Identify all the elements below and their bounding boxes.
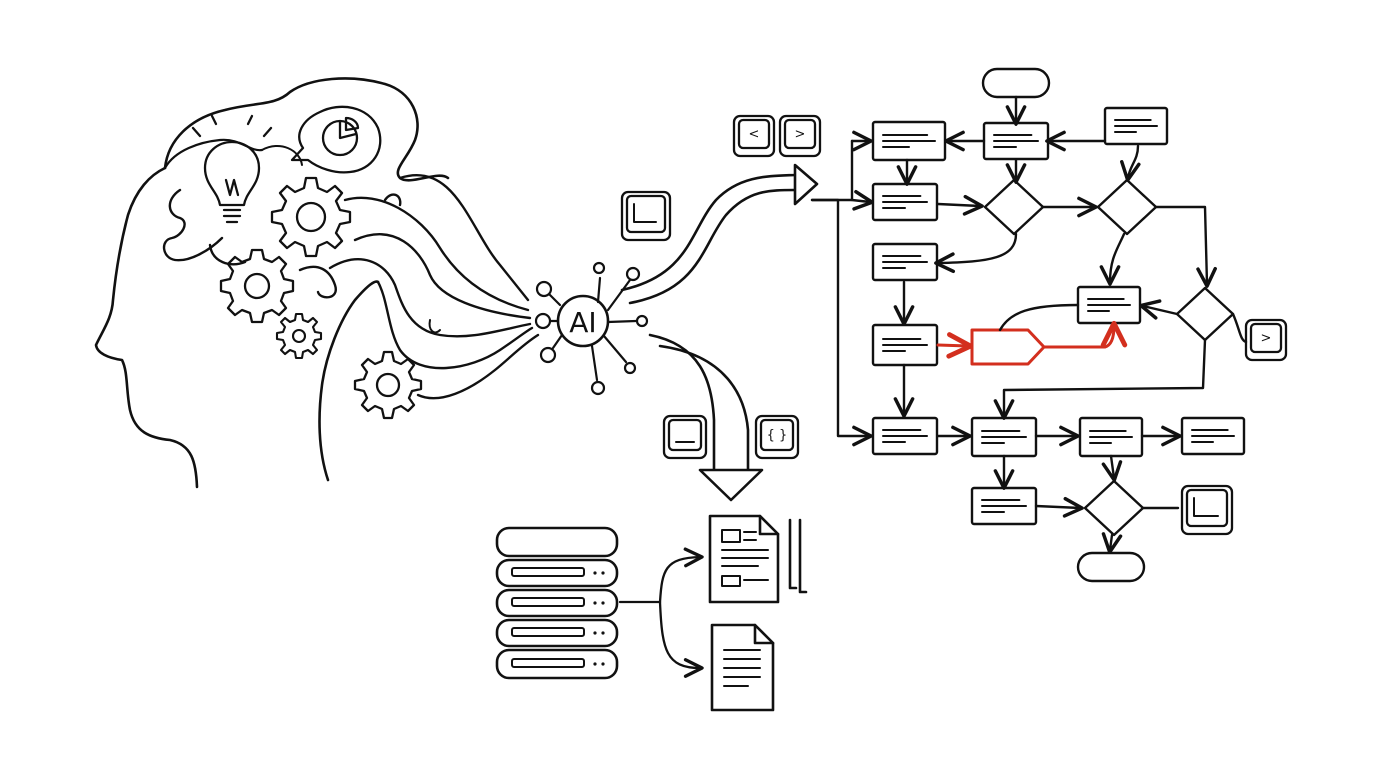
keycap-glyph: >: [1261, 331, 1272, 346]
flow-process-box: [1078, 416, 1144, 458]
gear-icon: [275, 312, 323, 360]
pie-chart-icon: [290, 105, 382, 174]
keycap-underscore-icon: [662, 414, 708, 460]
database-icon: [495, 526, 619, 680]
flow-process-box: [982, 121, 1050, 161]
flow-process-box: [1076, 285, 1142, 325]
flow-decision: [1083, 479, 1145, 537]
keycap-angle-right-icon: >: [778, 114, 822, 158]
hub-label: AI: [569, 306, 596, 339]
lightbulb-icon: [191, 114, 273, 224]
flow-decision: [1096, 178, 1158, 236]
flowchart: [810, 67, 1248, 583]
document-icon: [710, 623, 775, 712]
flow-start-terminal: [981, 67, 1051, 99]
flow-process-box: [871, 182, 939, 222]
keycap-angle-left-icon: <: [732, 114, 776, 158]
keycap-corner-icon: [620, 190, 672, 242]
gear-icon: [219, 248, 295, 324]
flow-process-box: [970, 416, 1038, 458]
neural-streams: [328, 174, 540, 400]
gear-icon: [353, 350, 423, 420]
flow-process-box: [871, 323, 939, 367]
brain-swirls: [162, 145, 402, 299]
keycap-glyph: <: [749, 127, 760, 142]
flow-decision: [1175, 286, 1235, 342]
flow-process-box: [1103, 106, 1169, 146]
flow-decision: [983, 178, 1045, 236]
flow-process-box: [1180, 416, 1246, 456]
flow-process-box: [970, 486, 1038, 526]
flow-process-box: [871, 416, 939, 456]
keycap-flow-angle-right-icon: >: [1244, 318, 1288, 362]
arrow-to-documents: [648, 333, 764, 502]
highlight-tag-shape: [970, 328, 1046, 366]
keycap-braces-icon: { }: [754, 414, 800, 460]
arrow-to-flowchart: [620, 163, 819, 305]
keycap-glyph: { }: [767, 428, 788, 443]
document-stack-icon: [708, 514, 808, 604]
keycap-glyph: >: [795, 127, 806, 142]
flow-process-box: [871, 242, 939, 282]
ai-hub: [534, 261, 649, 396]
database-output-arrows: [618, 547, 704, 678]
flow-end-terminal: [1076, 551, 1146, 583]
highlighted-path: [936, 303, 1128, 366]
keycap-flow-corner-icon: [1180, 484, 1234, 536]
gear-icon: [270, 176, 352, 258]
flow-process-box: [871, 120, 947, 162]
